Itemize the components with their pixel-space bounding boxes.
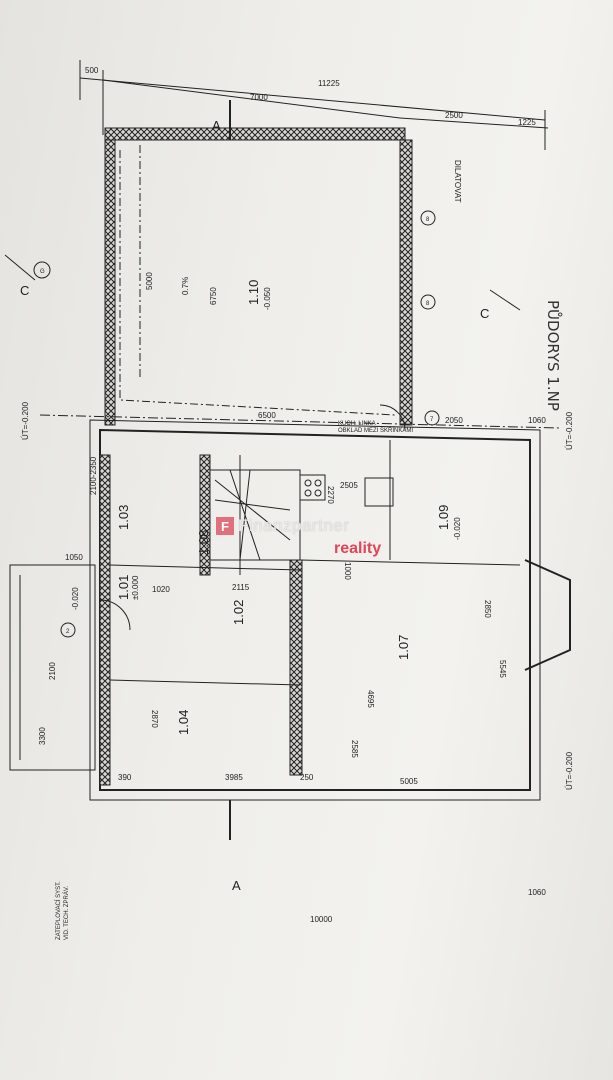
dim-top: 500 [85,66,99,75]
axis-mark: 8 [426,217,430,223]
room-label: 1.08 [196,530,211,555]
dim-bottom: 10000 [310,915,333,924]
dim-left: 2100-2350 [89,456,98,495]
axis-mark: 7 [430,417,434,423]
dim-terrace: 6500 [258,411,276,420]
room-label: 1.10 [246,280,261,305]
dim-interior: 2505 [340,481,358,490]
watermark-logo-icon: F [216,517,234,535]
room-label: 1.03 [116,505,131,530]
watermark-sub: reality [334,540,382,557]
dim-top: 1225 [518,118,536,127]
note-kitchen-1: KUCH. LINKA [338,421,376,427]
dim-interior: 1000 [343,562,352,580]
axis-mark: G [40,269,45,275]
dim-terrace: 6750 [209,287,218,305]
wall-east-terrace [399,139,413,426]
axis-mark: 8 [426,301,430,307]
dim-terrace: 2050 [445,416,463,425]
level-terrain: ÚT=-0.200 [565,411,574,450]
dim-top: 2500 [445,111,463,120]
dim-interior: 2850 [483,600,492,618]
dim-line-11225 [79,77,546,121]
room-level: -0.050 [263,287,272,310]
room-level: -0.020 [453,517,462,540]
dim-top: 7000 [250,93,268,102]
room-label: 1.02 [231,600,246,625]
dim-bottom: 250 [300,773,314,782]
axis-mark: 2 [66,629,70,635]
interior-wall [289,559,303,776]
dim-interior: 2270 [326,486,335,504]
level-entrance: -0.020 [71,587,80,610]
room-label: 1.01 [116,575,131,600]
dim-line-7000 [102,79,401,119]
dim-interior: 4695 [366,690,375,708]
note-insulation-1: ZATEPLOVACÍ SYST. [55,881,62,940]
dim-interior: 2870 [150,710,159,728]
section-mark: C [20,283,29,298]
level-terrain: ÚT=-0.200 [565,751,574,790]
dim-interior: 2115 [232,583,250,592]
watermark: F Finanzpartner [216,516,349,536]
dim-interior: 5545 [498,660,507,678]
plan-title: PŮDORYS 1.NP [544,300,563,411]
dim-terrace: 1060 [528,416,546,425]
level-slope: 0.7% [181,277,190,295]
dim-top: 11225 [318,79,340,88]
dim-left: 3300 [38,727,47,745]
dim-terrace: 5000 [145,272,154,290]
note-insulation-2: VID. TECH. ZPRÁV. [63,886,70,940]
room-level: ±0.000 [131,575,140,600]
watermark-brand: Finanzpartner [238,516,350,535]
note-kitchen-2: OBKLAD MEZI SKŘÍNKAMI [338,426,413,434]
dim-left: 2100 [48,662,57,680]
room-label: 1.07 [396,635,411,660]
section-mark: A [212,118,221,133]
dim-interior: 2585 [350,740,359,758]
dim-left: 1050 [65,553,83,562]
wall-west-terrace [104,139,116,426]
dim-bottom: 3985 [225,773,243,782]
room-label: 1.09 [436,505,451,530]
room-label: 1.04 [176,710,191,735]
wall-north [104,127,406,141]
dim-bottom: 1060 [528,888,546,897]
dim-bottom: 390 [118,773,132,782]
section-mark: C [480,306,489,321]
dim-bottom: 5005 [400,777,418,786]
level-terrain: ÚT=-0.200 [21,401,30,440]
section-mark: A [232,878,241,893]
dim-left: 1020 [152,585,170,594]
note-dilatation: DILATOVAT [453,160,462,203]
